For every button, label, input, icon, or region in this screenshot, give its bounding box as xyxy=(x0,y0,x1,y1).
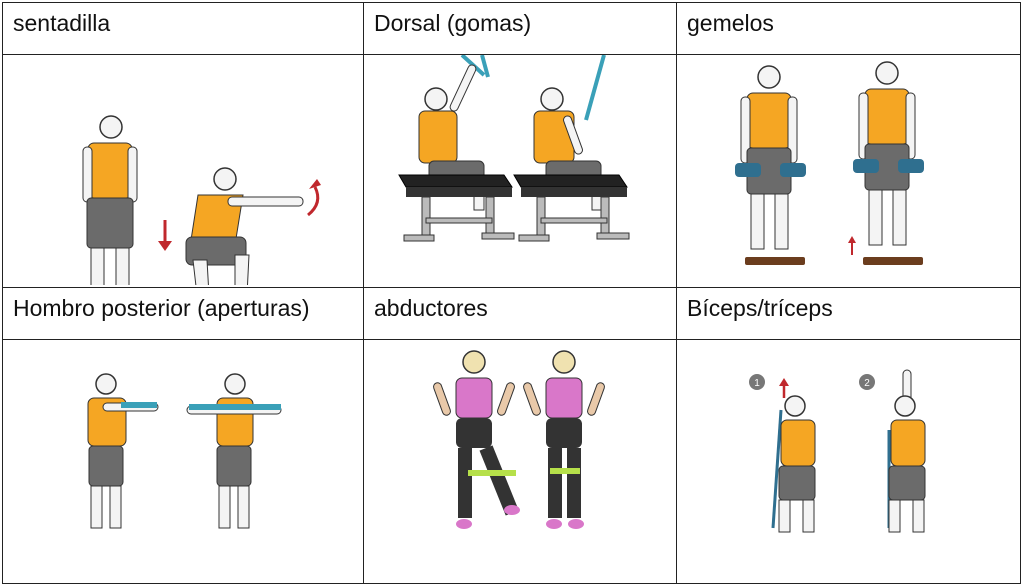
dumbbell-icon xyxy=(735,163,806,177)
header-gemelos: gemelos xyxy=(687,10,774,36)
header-cell-dorsal: Dorsal (gomas) xyxy=(363,2,677,55)
calf-figure-2 xyxy=(853,61,924,265)
header-abductores: abductores xyxy=(374,295,488,321)
header-biceps-triceps: Bíceps/tríceps xyxy=(687,295,833,321)
hombro-illustration xyxy=(87,373,282,529)
header-cell-biceps: Bíceps/tríceps xyxy=(676,287,1021,340)
standing-figure xyxy=(82,115,138,285)
hombro-illustration-cell xyxy=(2,339,364,584)
header-dorsal-gomas: Dorsal (gomas) xyxy=(374,10,532,36)
up-arrow-icon xyxy=(848,236,856,255)
header-cell-hombro: Hombro posterior (aperturas) xyxy=(2,287,364,340)
dorsal-illustration-cell xyxy=(363,54,677,288)
abduction-figure-1 xyxy=(433,350,520,529)
header-hombro-posterior: Hombro posterior (aperturas) xyxy=(13,295,310,321)
dorsal-illustration xyxy=(398,55,630,242)
gemelos-illustration-cell xyxy=(676,54,1021,288)
up-arrow-icon xyxy=(779,378,789,398)
pullapart-figure-2 xyxy=(186,373,282,529)
bench-2 xyxy=(513,174,630,242)
squat-illustration-cell xyxy=(2,54,364,288)
abduction-figure-2 xyxy=(523,350,605,529)
seated-figure-1 xyxy=(418,55,490,211)
down-arrow-icon xyxy=(158,220,172,251)
calf-figure-1 xyxy=(735,65,806,265)
biceps-illustration: 1 2 xyxy=(749,369,926,533)
triceps-figure-2 xyxy=(887,369,926,533)
triceps-figure-1 xyxy=(771,395,816,533)
curved-arrow-icon xyxy=(307,179,321,217)
biceps-illustration-cell: 1 2 xyxy=(676,339,1021,584)
pullapart-figure-1 xyxy=(87,373,159,529)
squatting-figure xyxy=(185,167,304,285)
dumbbell-icon xyxy=(853,159,924,173)
header-cell-gemelos: gemelos xyxy=(676,2,1021,55)
abductores-illustration-cell xyxy=(363,339,677,584)
bench-1 xyxy=(398,174,515,242)
abductores-illustration xyxy=(433,350,605,529)
step-badge-1-label: 1 xyxy=(754,378,760,389)
step-badge-2: 2 xyxy=(859,374,875,390)
step-badge-2-label: 2 xyxy=(864,378,870,389)
gemelos-illustration xyxy=(735,61,924,265)
header-cell-sentadilla: sentadilla xyxy=(2,2,364,55)
header-sentadilla: sentadilla xyxy=(13,10,111,36)
step-badge-1: 1 xyxy=(749,374,765,390)
squat-illustration xyxy=(82,115,321,285)
header-cell-abductores: abductores xyxy=(363,287,677,340)
